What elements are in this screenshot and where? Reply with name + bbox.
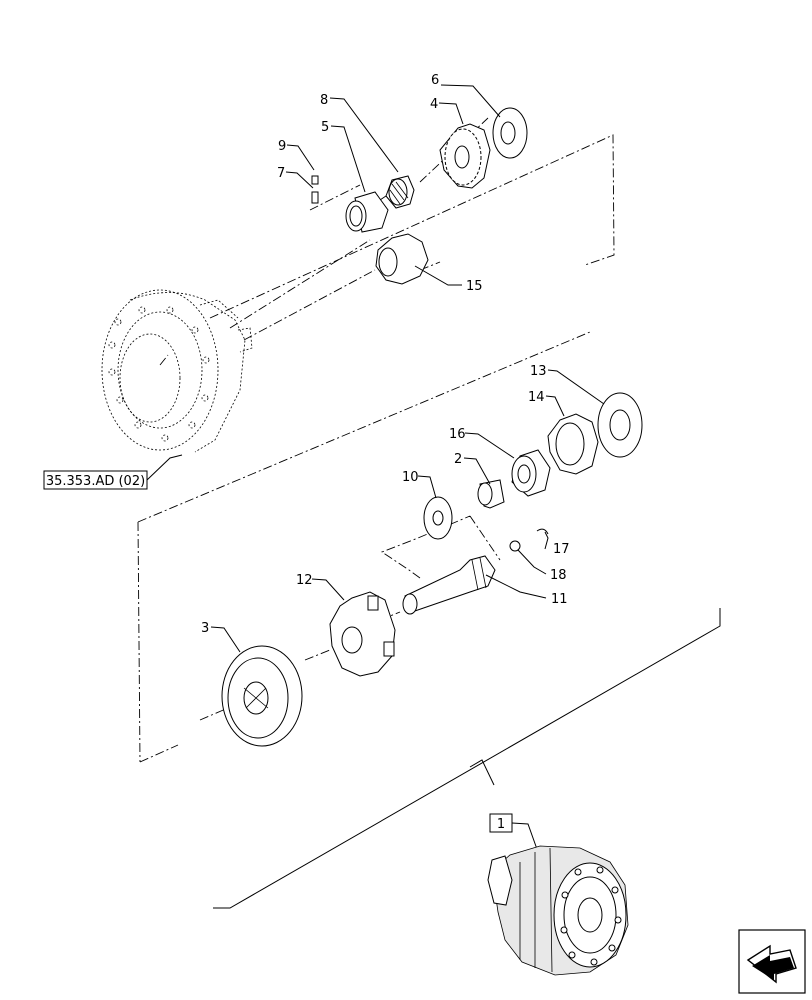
part-8-bearing <box>385 175 415 209</box>
leader-lines <box>210 84 605 653</box>
next-page-arrow-icon[interactable] <box>738 929 806 994</box>
part-18-ball <box>509 540 521 552</box>
part-3-ring <box>221 645 303 747</box>
part-11-shaft <box>402 555 496 615</box>
callout-16: 16 <box>449 427 466 442</box>
part-13-washer <box>597 392 643 458</box>
callout-6: 6 <box>431 73 439 88</box>
upper-group-boundary <box>159 117 615 366</box>
callouts: 6 8 4 5 9 7 15 13 14 16 2 10 17 18 11 12… <box>201 73 570 636</box>
callout-15: 15 <box>466 279 483 294</box>
callout-1: 1 <box>497 817 505 832</box>
callout-5: 5 <box>321 120 329 135</box>
part-12-carrier <box>329 591 396 677</box>
reference-box[interactable]: 35.353.AD (02) <box>43 454 183 490</box>
part-15-pinion <box>375 233 429 285</box>
callout-12: 12 <box>296 573 313 588</box>
travel-motor-assembly <box>487 845 629 976</box>
callout-13: 13 <box>530 364 547 379</box>
part-9-7-pin <box>311 175 319 204</box>
part-2-sleeve <box>477 479 505 509</box>
callout-3: 3 <box>201 621 209 636</box>
callout-10: 10 <box>402 470 419 485</box>
assembly-bracket <box>213 608 721 909</box>
callout-18: 18 <box>550 568 567 583</box>
part-17-clip <box>536 528 549 535</box>
callout-14: 14 <box>528 390 545 405</box>
callout-17: 17 <box>553 542 570 557</box>
lower-group-boundary <box>137 331 591 763</box>
part-4-gear <box>439 123 491 189</box>
reference-label: 35.353.AD (02) <box>46 474 145 489</box>
housing <box>101 289 253 453</box>
callout-8: 8 <box>320 93 328 108</box>
part-16-bearing <box>511 449 551 497</box>
callout-2: 2 <box>454 452 462 467</box>
part-6-washer <box>492 107 528 159</box>
part-10-washer <box>423 496 453 540</box>
callout-11: 11 <box>551 592 568 607</box>
callout-4: 4 <box>430 97 438 112</box>
part-14-gear <box>547 413 599 475</box>
assembly-box[interactable]: 1 <box>489 813 539 853</box>
callout-9: 9 <box>278 139 286 154</box>
part-5-sleeve <box>345 191 389 233</box>
callout-7: 7 <box>277 166 285 181</box>
